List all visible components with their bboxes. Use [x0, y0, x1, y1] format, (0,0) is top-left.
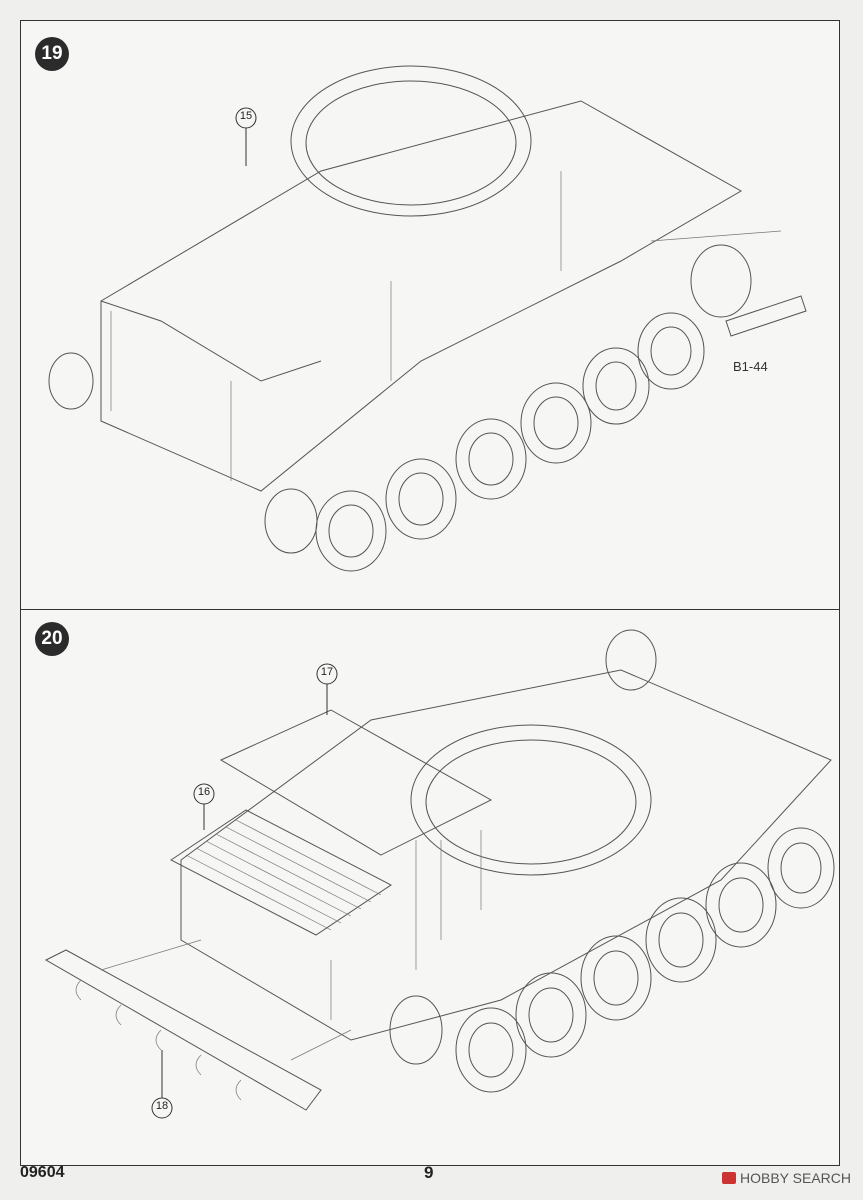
- turret-ring: [290, 65, 532, 217]
- callout-17: [316, 663, 338, 715]
- watermark-text: HOBBY SEARCH: [740, 1170, 851, 1186]
- part-b1-44: [725, 295, 807, 337]
- callout-17-label: 17: [320, 666, 334, 678]
- road-wheels: [455, 827, 835, 1093]
- callout-16-label: 16: [197, 786, 211, 798]
- assembly-arrows: [100, 830, 482, 1061]
- hull-outline: [180, 669, 832, 1041]
- part-label-b1-44: B1-44: [733, 359, 768, 374]
- step-19-panel: 19: [20, 20, 840, 610]
- step-20-drawing: [44, 629, 835, 1119]
- turret-ring-inner: [425, 739, 637, 865]
- watermark: HOBBY SEARCH: [722, 1170, 851, 1186]
- sprocket: [389, 995, 443, 1065]
- idler-wheel: [605, 629, 657, 691]
- callout-16: [193, 783, 215, 830]
- drive-sprocket: [690, 244, 752, 318]
- sprocket: [264, 488, 318, 554]
- kit-code: 09604: [20, 1164, 65, 1181]
- unditching-log: [44, 949, 322, 1111]
- hull-outline: [100, 100, 743, 492]
- grille-lines: [185, 819, 382, 931]
- turret-ring: [410, 724, 652, 876]
- step-number-20: 20: [35, 622, 69, 656]
- hobby-search-logo-icon: [722, 1172, 736, 1184]
- step-number-19: 19: [35, 37, 69, 71]
- page-number: 9: [424, 1163, 434, 1182]
- callout-18: [151, 1050, 173, 1119]
- step-20-panel: 20: [20, 609, 840, 1166]
- step-19-drawing: [48, 65, 807, 572]
- callout-18-label: 18: [155, 1100, 169, 1112]
- hull-edge: [100, 300, 322, 382]
- callout-15-label: 15: [239, 110, 253, 122]
- engine-deck-panel: [219, 709, 493, 856]
- idler-wheel: [48, 352, 94, 410]
- engine-grille: [170, 809, 392, 936]
- assembly-arrows: [110, 171, 782, 481]
- road-wheels: [315, 312, 705, 572]
- callout-15: [235, 107, 257, 166]
- log-brackets: [75, 979, 242, 1101]
- turret-ring-inner: [305, 80, 517, 206]
